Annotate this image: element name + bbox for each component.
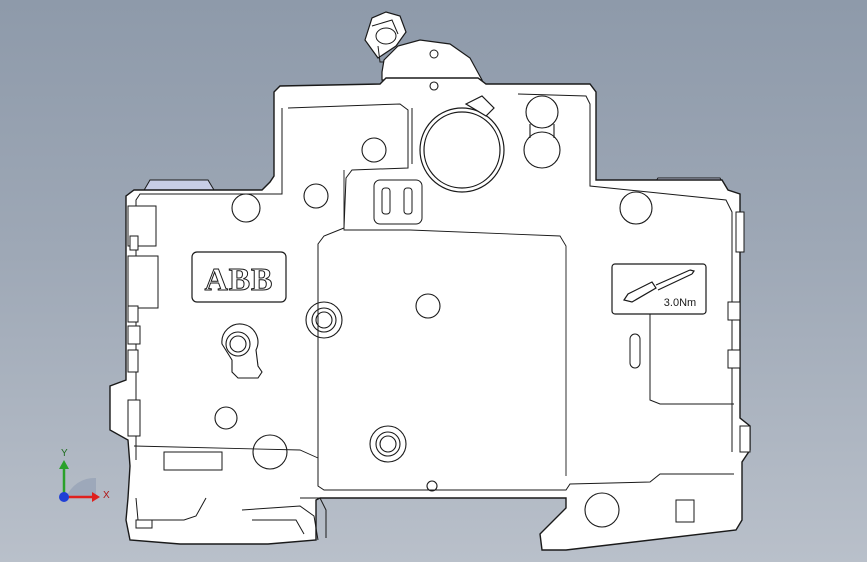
screwdriver-icon (623, 269, 695, 303)
triad-backdrop (66, 477, 96, 498)
rivet-lower (369, 425, 407, 463)
lever-housing (381, 39, 484, 81)
mounting-holes (214, 81, 653, 528)
coordinate-triad: Y X (59, 448, 110, 502)
torque-label-plate: 3.0Nm (611, 263, 707, 315)
upper-right-holes (523, 95, 561, 169)
left-terminal-features (127, 205, 223, 471)
inner-rail (133, 170, 567, 476)
torque-value: 3.0Nm (664, 297, 696, 309)
breaker-body (109, 77, 751, 551)
brand-logo-plate: ABB (191, 251, 287, 303)
z-axis-dot (59, 492, 69, 502)
x-axis-label: X (103, 490, 110, 501)
right-terminal-features (629, 211, 751, 453)
din-clip (135, 497, 695, 541)
inner-contour (135, 93, 734, 491)
brand-logo: ABB (205, 261, 274, 297)
keyhole-feature (221, 323, 263, 379)
toggle-lever[interactable] (364, 11, 407, 63)
lever-pivot-hole (429, 49, 439, 59)
terminal-screw-bore (419, 95, 505, 193)
rivet-center (305, 301, 343, 339)
y-axis-label: Y (61, 448, 68, 459)
test-socket (373, 179, 423, 225)
